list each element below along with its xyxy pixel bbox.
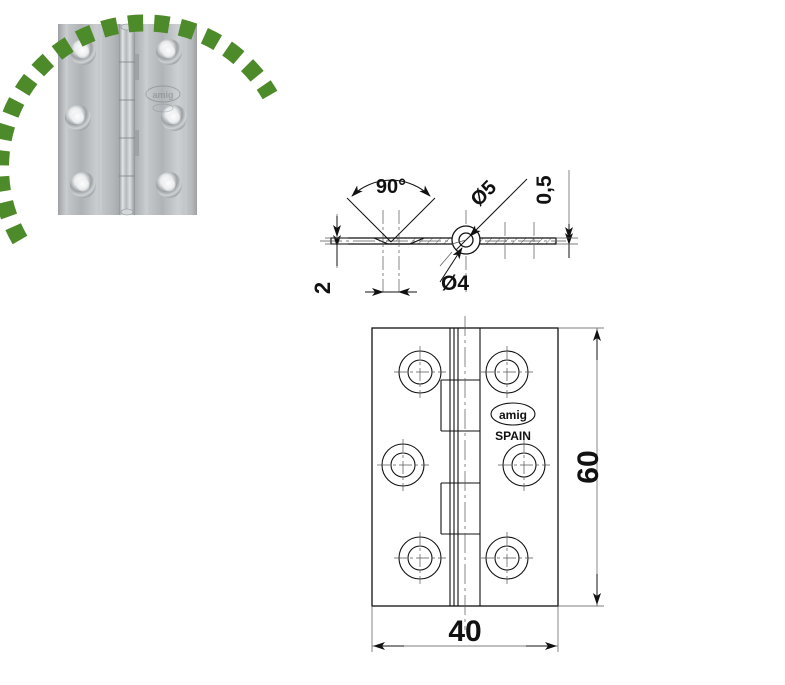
width-dimension-label: 40 bbox=[448, 615, 481, 648]
plan-hole-right-2 bbox=[498, 439, 550, 491]
photo-polish-streaks bbox=[66, 25, 187, 214]
photo-brand-mark: amig bbox=[145, 85, 181, 113]
knuckle-tab-lower bbox=[135, 130, 139, 156]
plan-hole-left-2 bbox=[377, 439, 429, 491]
width-dimension-group: 40 bbox=[371, 606, 559, 652]
height-dimension-group: 60 bbox=[558, 327, 605, 607]
thickness-2-dimension-group: 2 bbox=[310, 214, 348, 294]
hinge-knuckle bbox=[119, 24, 135, 215]
brand-oval bbox=[490, 402, 536, 426]
plan-hole-left-3 bbox=[394, 532, 446, 584]
hinge-pin-bottom bbox=[120, 208, 134, 216]
thickness-2-label: 2 bbox=[310, 282, 335, 294]
plan-hole-right-3 bbox=[481, 532, 533, 584]
thickness-05-dimension-group: 0,5 bbox=[533, 170, 578, 258]
plan-brand-logo: amig SPAIN bbox=[490, 402, 536, 443]
dia4-dimension-group: Ø4 bbox=[365, 272, 469, 296]
brand-mark-text: amig bbox=[499, 408, 527, 422]
knuckle-seams bbox=[119, 61, 135, 177]
angle-dimension-label: 90° bbox=[376, 176, 406, 198]
thickness-05-label: 0,5 bbox=[533, 175, 556, 205]
plan-hole-left-1 bbox=[394, 346, 446, 398]
dia5-dimension-label: Ø5 bbox=[467, 177, 501, 211]
plan-knuckle-lines bbox=[449, 328, 481, 606]
green-dashed-arc bbox=[0, 14, 278, 245]
section-pin-axis-a bbox=[451, 239, 467, 245]
section-pin-axis-b bbox=[439, 251, 453, 267]
photo-brand-text: amig bbox=[152, 90, 173, 100]
plan-hole-right-1 bbox=[481, 346, 533, 398]
photo-hole-group-left bbox=[65, 39, 96, 198]
height-dimension-label: 60 bbox=[572, 450, 605, 483]
knuckle-tab-upper bbox=[135, 54, 139, 80]
dia5-dimension-group: Ø5 bbox=[439, 177, 528, 283]
photo-hole-group-right bbox=[156, 39, 187, 198]
cross-section-view: 90° Ø5 0,5 bbox=[310, 170, 578, 296]
brand-country-text: SPAIN bbox=[495, 429, 531, 443]
hinge-plan-view: amig SPAIN 60 40 bbox=[371, 316, 605, 652]
angle-dimension-group: 90° bbox=[346, 176, 436, 243]
dia4-dimension-label: Ø4 bbox=[441, 272, 469, 295]
plan-knuckle-segments bbox=[440, 379, 480, 535]
